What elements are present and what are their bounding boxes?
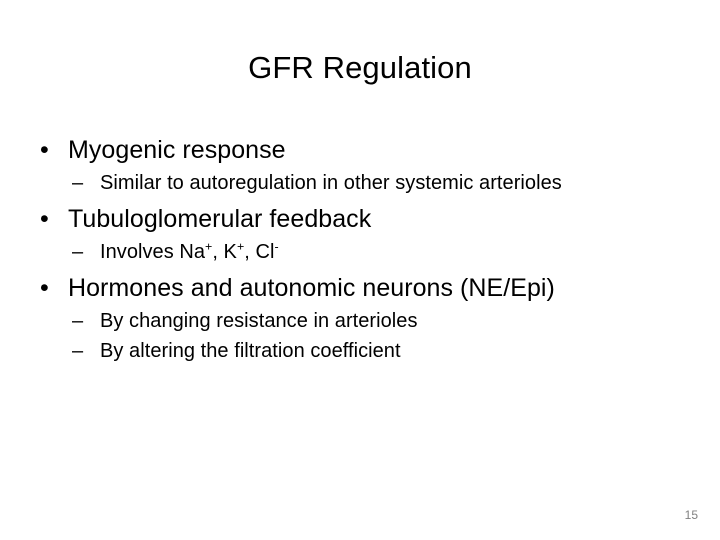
bullet-dot-icon: •: [40, 274, 49, 302]
bullet-dash-icon: –: [72, 241, 84, 263]
bullet-dash-icon: –: [72, 310, 84, 332]
page-number: 15: [684, 508, 698, 522]
bullet-dot-icon: •: [40, 136, 49, 164]
superscript-plus-na: +: [205, 239, 213, 254]
list-item-label: Similar to autoregulation in other syste…: [100, 172, 562, 194]
superscript-plus-k: +: [236, 239, 245, 254]
list-item: – Involves Na+, K+, Cl-: [30, 239, 690, 266]
list-item: • Tubuloglomerular feedback: [30, 203, 690, 236]
superscript-minus-cl: -: [274, 239, 279, 254]
list-item: – Similar to autoregulation in other sys…: [30, 170, 690, 197]
bullet-dash-icon: –: [72, 340, 84, 362]
list-item-label: Tubuloglomerular feedback: [68, 205, 372, 233]
list-item-label: By changing resistance in arterioles: [100, 310, 418, 332]
page-title: GFR Regulation: [248, 50, 472, 85]
ion-text-mid1: , K: [212, 241, 237, 263]
bullet-dot-icon: •: [40, 205, 49, 233]
list-item: – By changing resistance in arterioles: [30, 308, 690, 335]
list-item-label: Myogenic response: [68, 136, 286, 164]
list-item-label: By altering the filtration coefficient: [100, 340, 401, 362]
list-item: • Myogenic response: [30, 134, 690, 167]
ion-text-mid2: , Cl: [244, 241, 275, 263]
list-item: • Hormones and autonomic neurons (NE/Epi…: [30, 272, 690, 305]
list-item-label: Hormones and autonomic neurons (NE/Epi): [68, 274, 555, 302]
list-item: – By altering the filtration coefficient: [30, 338, 690, 365]
bullet-list: • Myogenic response – Similar to autoreg…: [30, 128, 690, 366]
list-item-label-ions: Involves Na+, K+, Cl-: [100, 239, 600, 266]
bullet-dash-icon: –: [72, 172, 84, 194]
ion-text-prefix: Involves Na: [100, 241, 206, 263]
